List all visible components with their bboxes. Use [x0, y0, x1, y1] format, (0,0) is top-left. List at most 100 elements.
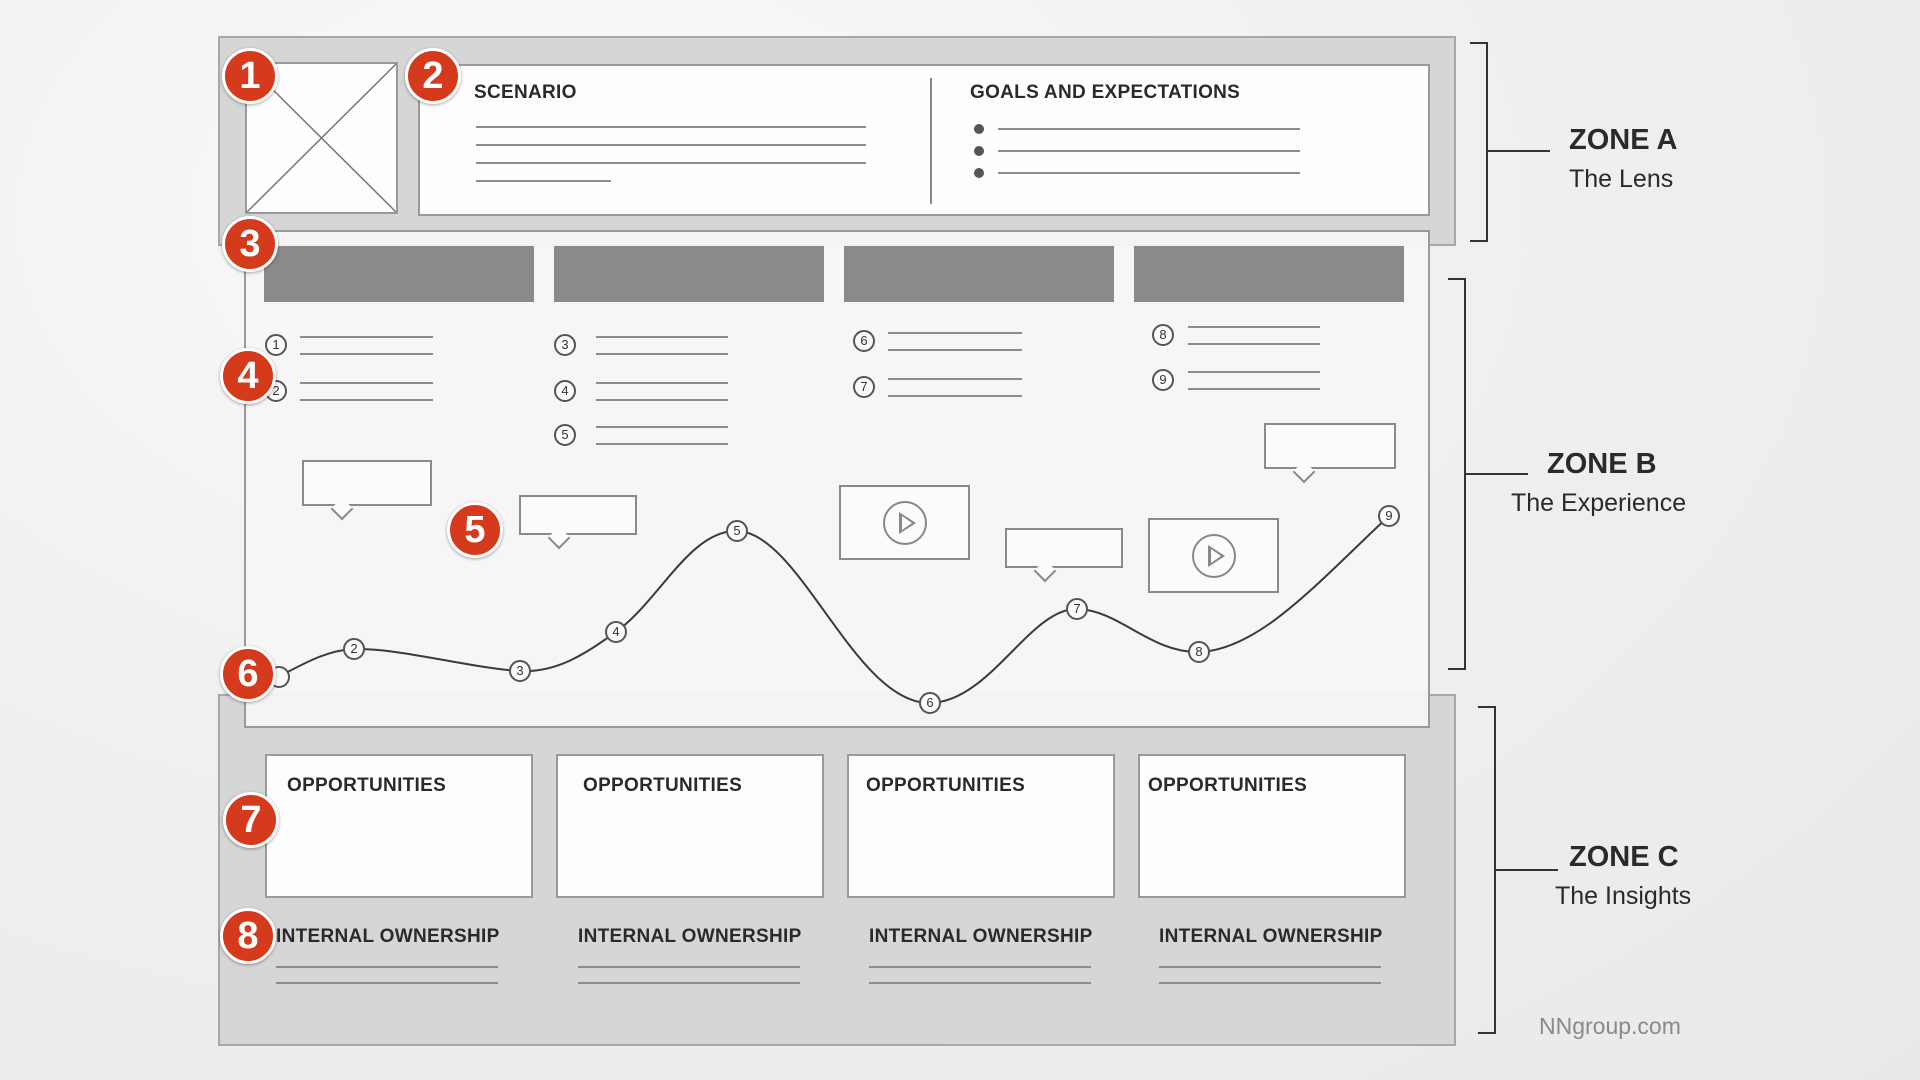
- ownership-line: [869, 966, 1091, 968]
- ownership-label: INTERNAL OWNERSHIP: [276, 926, 500, 947]
- action-line: [1188, 343, 1320, 345]
- play-icon[interactable]: [1191, 533, 1236, 578]
- action-line: [888, 332, 1022, 334]
- ownership-label: INTERNAL OWNERSHIP: [1159, 926, 1383, 947]
- action-line: [300, 382, 433, 384]
- action-line: [1188, 388, 1320, 390]
- goal-bullet: [974, 146, 984, 156]
- goal-line: [998, 150, 1300, 152]
- credit-text: NNgroup.com: [1539, 1013, 1681, 1039]
- speech-bubble-icon: [1005, 528, 1123, 568]
- action-step-marker: 1: [265, 334, 287, 356]
- emotion-step-marker: 4: [605, 621, 627, 643]
- action-line: [596, 353, 728, 355]
- badge-emotions: 6: [220, 646, 276, 702]
- emotion-step-marker: 8: [1188, 641, 1210, 663]
- opportunities-box: [556, 754, 824, 898]
- emotion-step-marker: 6: [919, 692, 941, 714]
- speech-bubble-icon: [302, 460, 432, 506]
- action-step-marker: 6: [853, 330, 875, 352]
- opportunities-box: [265, 754, 533, 898]
- action-step-marker: 4: [554, 380, 576, 402]
- scenario-label: SCENARIO: [474, 82, 577, 103]
- badge-lens: 2: [405, 48, 461, 104]
- ownership-line: [276, 982, 498, 984]
- action-line: [300, 399, 433, 401]
- action-line: [596, 426, 728, 428]
- scenario-line: [476, 144, 866, 146]
- ownership-line: [276, 966, 498, 968]
- emotion-step-marker: 3: [509, 660, 531, 682]
- opportunities-label: OPPORTUNITIES: [1148, 775, 1308, 796]
- action-step-marker: 8: [1152, 324, 1174, 346]
- ownership-line: [1159, 982, 1381, 984]
- lens-divider: [930, 78, 932, 204]
- goal-line: [998, 128, 1300, 130]
- scenario-line: [476, 126, 866, 128]
- goal-bullet: [974, 124, 984, 134]
- zone-b-bracket: [1448, 278, 1466, 670]
- ownership-line: [578, 966, 800, 968]
- emotion-step-marker: 2: [343, 638, 365, 660]
- action-step-marker: 5: [554, 424, 576, 446]
- badge-thoughts: 5: [447, 502, 503, 558]
- action-step-marker: 9: [1152, 369, 1174, 391]
- action-step-marker: 3: [554, 334, 576, 356]
- goal-bullet: [974, 168, 984, 178]
- ownership-line: [1159, 966, 1381, 968]
- zone-a-bracket: [1470, 42, 1488, 242]
- action-step-marker: 7: [853, 376, 875, 398]
- ownership-label: INTERNAL OWNERSHIP: [578, 926, 802, 947]
- zone-c-bracket-tick: [1496, 869, 1558, 871]
- emotion-step-marker: 5: [726, 520, 748, 542]
- opportunities-label: OPPORTUNITIES: [866, 775, 1026, 796]
- ownership-label: INTERNAL OWNERSHIP: [869, 926, 1093, 947]
- opportunities-label: OPPORTUNITIES: [583, 775, 743, 796]
- action-line: [596, 336, 728, 338]
- phase-header-bar: [1134, 246, 1404, 302]
- speech-bubble-icon: [519, 495, 637, 535]
- zone-c-bracket: [1478, 706, 1496, 1034]
- phase-header-bar: [554, 246, 824, 302]
- zone-b-subtitle: The Experience: [1511, 489, 1687, 517]
- action-line: [1188, 326, 1320, 328]
- video-thumbnail[interactable]: [1148, 518, 1279, 593]
- action-line: [300, 353, 433, 355]
- opportunities-label: OPPORTUNITIES: [287, 775, 447, 796]
- action-line: [596, 399, 728, 401]
- action-line: [1188, 371, 1320, 373]
- zone-c-title: ZONE C: [1569, 841, 1679, 873]
- zone-c-subtitle: The Insights: [1555, 882, 1692, 910]
- emotion-step-marker: 7: [1066, 598, 1088, 620]
- action-line: [888, 378, 1022, 380]
- lens-panel: [418, 64, 1430, 216]
- badge-opportunities: 7: [223, 792, 279, 848]
- goals-label: GOALS AND EXPECTATIONS: [970, 82, 1241, 103]
- ownership-line: [869, 982, 1091, 984]
- zone-a-subtitle: The Lens: [1569, 165, 1674, 193]
- badge-phases: 3: [222, 216, 278, 272]
- play-icon[interactable]: [882, 500, 927, 545]
- action-line: [888, 395, 1022, 397]
- phase-header-bar: [264, 246, 534, 302]
- emotion-step-marker: 9: [1378, 505, 1400, 527]
- action-line: [888, 349, 1022, 351]
- action-line: [300, 336, 433, 338]
- opportunities-box: [847, 754, 1115, 898]
- phase-header-bar: [844, 246, 1114, 302]
- zone-b-bracket-tick: [1466, 473, 1528, 475]
- video-thumbnail[interactable]: [839, 485, 970, 560]
- scenario-line: [476, 180, 611, 182]
- action-line: [596, 382, 728, 384]
- zone-a-title: ZONE A: [1569, 124, 1678, 156]
- zone-a-bracket-tick: [1488, 150, 1550, 152]
- ownership-line: [578, 982, 800, 984]
- zone-b-title: ZONE B: [1547, 448, 1657, 480]
- scenario-line: [476, 162, 866, 164]
- action-line: [596, 443, 728, 445]
- badge-actions: 4: [220, 348, 276, 404]
- speech-bubble-icon: [1264, 423, 1396, 469]
- goal-line: [998, 172, 1300, 174]
- badge-image: 1: [222, 48, 278, 104]
- badge-ownership: 8: [220, 908, 276, 964]
